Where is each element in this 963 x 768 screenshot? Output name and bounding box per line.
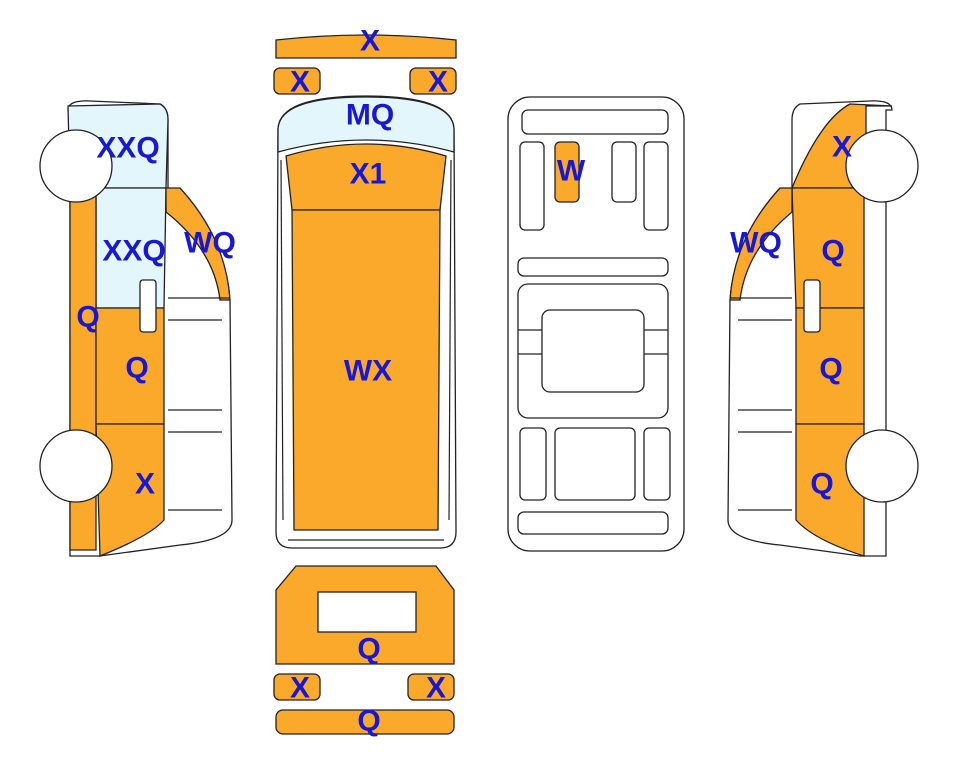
label-right-mirror: WQ bbox=[730, 227, 782, 260]
right-mirror-panel[interactable] bbox=[729, 187, 793, 301]
front-section bbox=[273, 34, 457, 95]
top-view-side-line-left bbox=[280, 159, 284, 521]
left-rear-wheel bbox=[39, 429, 113, 503]
label-front-bumper: X bbox=[360, 25, 380, 58]
front-bumper-panel[interactable] bbox=[275, 34, 457, 59]
interior-seat-passenger bbox=[611, 141, 637, 203]
label-right-rear-door: Q bbox=[819, 353, 842, 386]
label-left-sill: Q bbox=[76, 301, 99, 334]
label-rear-left-light: X bbox=[290, 672, 310, 705]
interior-divider bbox=[517, 257, 669, 277]
interior-seat-right bbox=[643, 141, 669, 231]
damage-labels: X X X MQ X1 WX W XXQ XXQ WQ Q Q X WQ X Q… bbox=[76, 25, 852, 738]
label-hood: X1 bbox=[350, 158, 387, 191]
label-right-front-door: Q bbox=[821, 235, 844, 268]
front-right-light-panel[interactable] bbox=[409, 67, 457, 95]
interior-seat-driver[interactable] bbox=[554, 141, 580, 203]
rear-right-light-panel[interactable] bbox=[407, 673, 455, 701]
left-door-handle bbox=[139, 279, 157, 333]
top-view bbox=[275, 95, 457, 549]
left-front-wheel bbox=[39, 129, 113, 203]
label-roof: WX bbox=[344, 355, 392, 388]
interior-rear-right bbox=[643, 427, 671, 501]
interior-dash bbox=[521, 109, 669, 135]
label-left-front-window: XXQ bbox=[96, 132, 159, 165]
label-front-right-light: X bbox=[428, 66, 448, 99]
right-front-wheel bbox=[845, 129, 919, 203]
interior-rear-step bbox=[517, 511, 669, 535]
hood-panel[interactable] bbox=[285, 143, 447, 211]
interior-seat-left bbox=[519, 141, 545, 231]
roof-panel[interactable] bbox=[291, 209, 441, 531]
right-side-view bbox=[727, 100, 919, 557]
label-tailgate: Q bbox=[357, 633, 380, 666]
rear-window bbox=[317, 591, 417, 633]
label-rear-bumper: Q bbox=[357, 705, 380, 738]
label-windshield: MQ bbox=[346, 99, 394, 132]
label-left-mirror: WQ bbox=[184, 227, 236, 260]
top-view-side-line-right bbox=[448, 159, 452, 521]
label-interior-seat: W bbox=[557, 155, 586, 188]
windshield-panel[interactable] bbox=[277, 96, 455, 153]
label-right-rear-quarter: Q bbox=[810, 468, 833, 501]
interior-rear-center bbox=[554, 427, 636, 501]
rear-bumper-panel[interactable] bbox=[275, 709, 455, 735]
label-rear-right-light: X bbox=[426, 672, 446, 705]
rear-section bbox=[273, 565, 455, 735]
rear-left-light-panel[interactable] bbox=[273, 673, 321, 701]
interior-view bbox=[507, 96, 685, 552]
left-mirror-panel[interactable] bbox=[165, 187, 231, 301]
front-left-light-panel[interactable] bbox=[273, 67, 321, 95]
interior-cargo-inner bbox=[541, 309, 645, 393]
label-right-front: X bbox=[832, 131, 852, 164]
right-side-window-frame bbox=[730, 297, 792, 511]
label-left-rear-quarter: X bbox=[135, 468, 155, 501]
interior-rear-left bbox=[519, 427, 547, 501]
left-rear-quarter-panel[interactable] bbox=[95, 423, 165, 557]
label-left-door: Q bbox=[125, 352, 148, 385]
label-left-rear-window: XXQ bbox=[102, 235, 165, 268]
right-door-handle bbox=[803, 279, 821, 333]
left-side-view bbox=[39, 100, 233, 557]
left-side-window-frame bbox=[168, 297, 230, 511]
label-front-left-light: X bbox=[290, 66, 310, 99]
right-rear-wheel bbox=[845, 429, 919, 503]
